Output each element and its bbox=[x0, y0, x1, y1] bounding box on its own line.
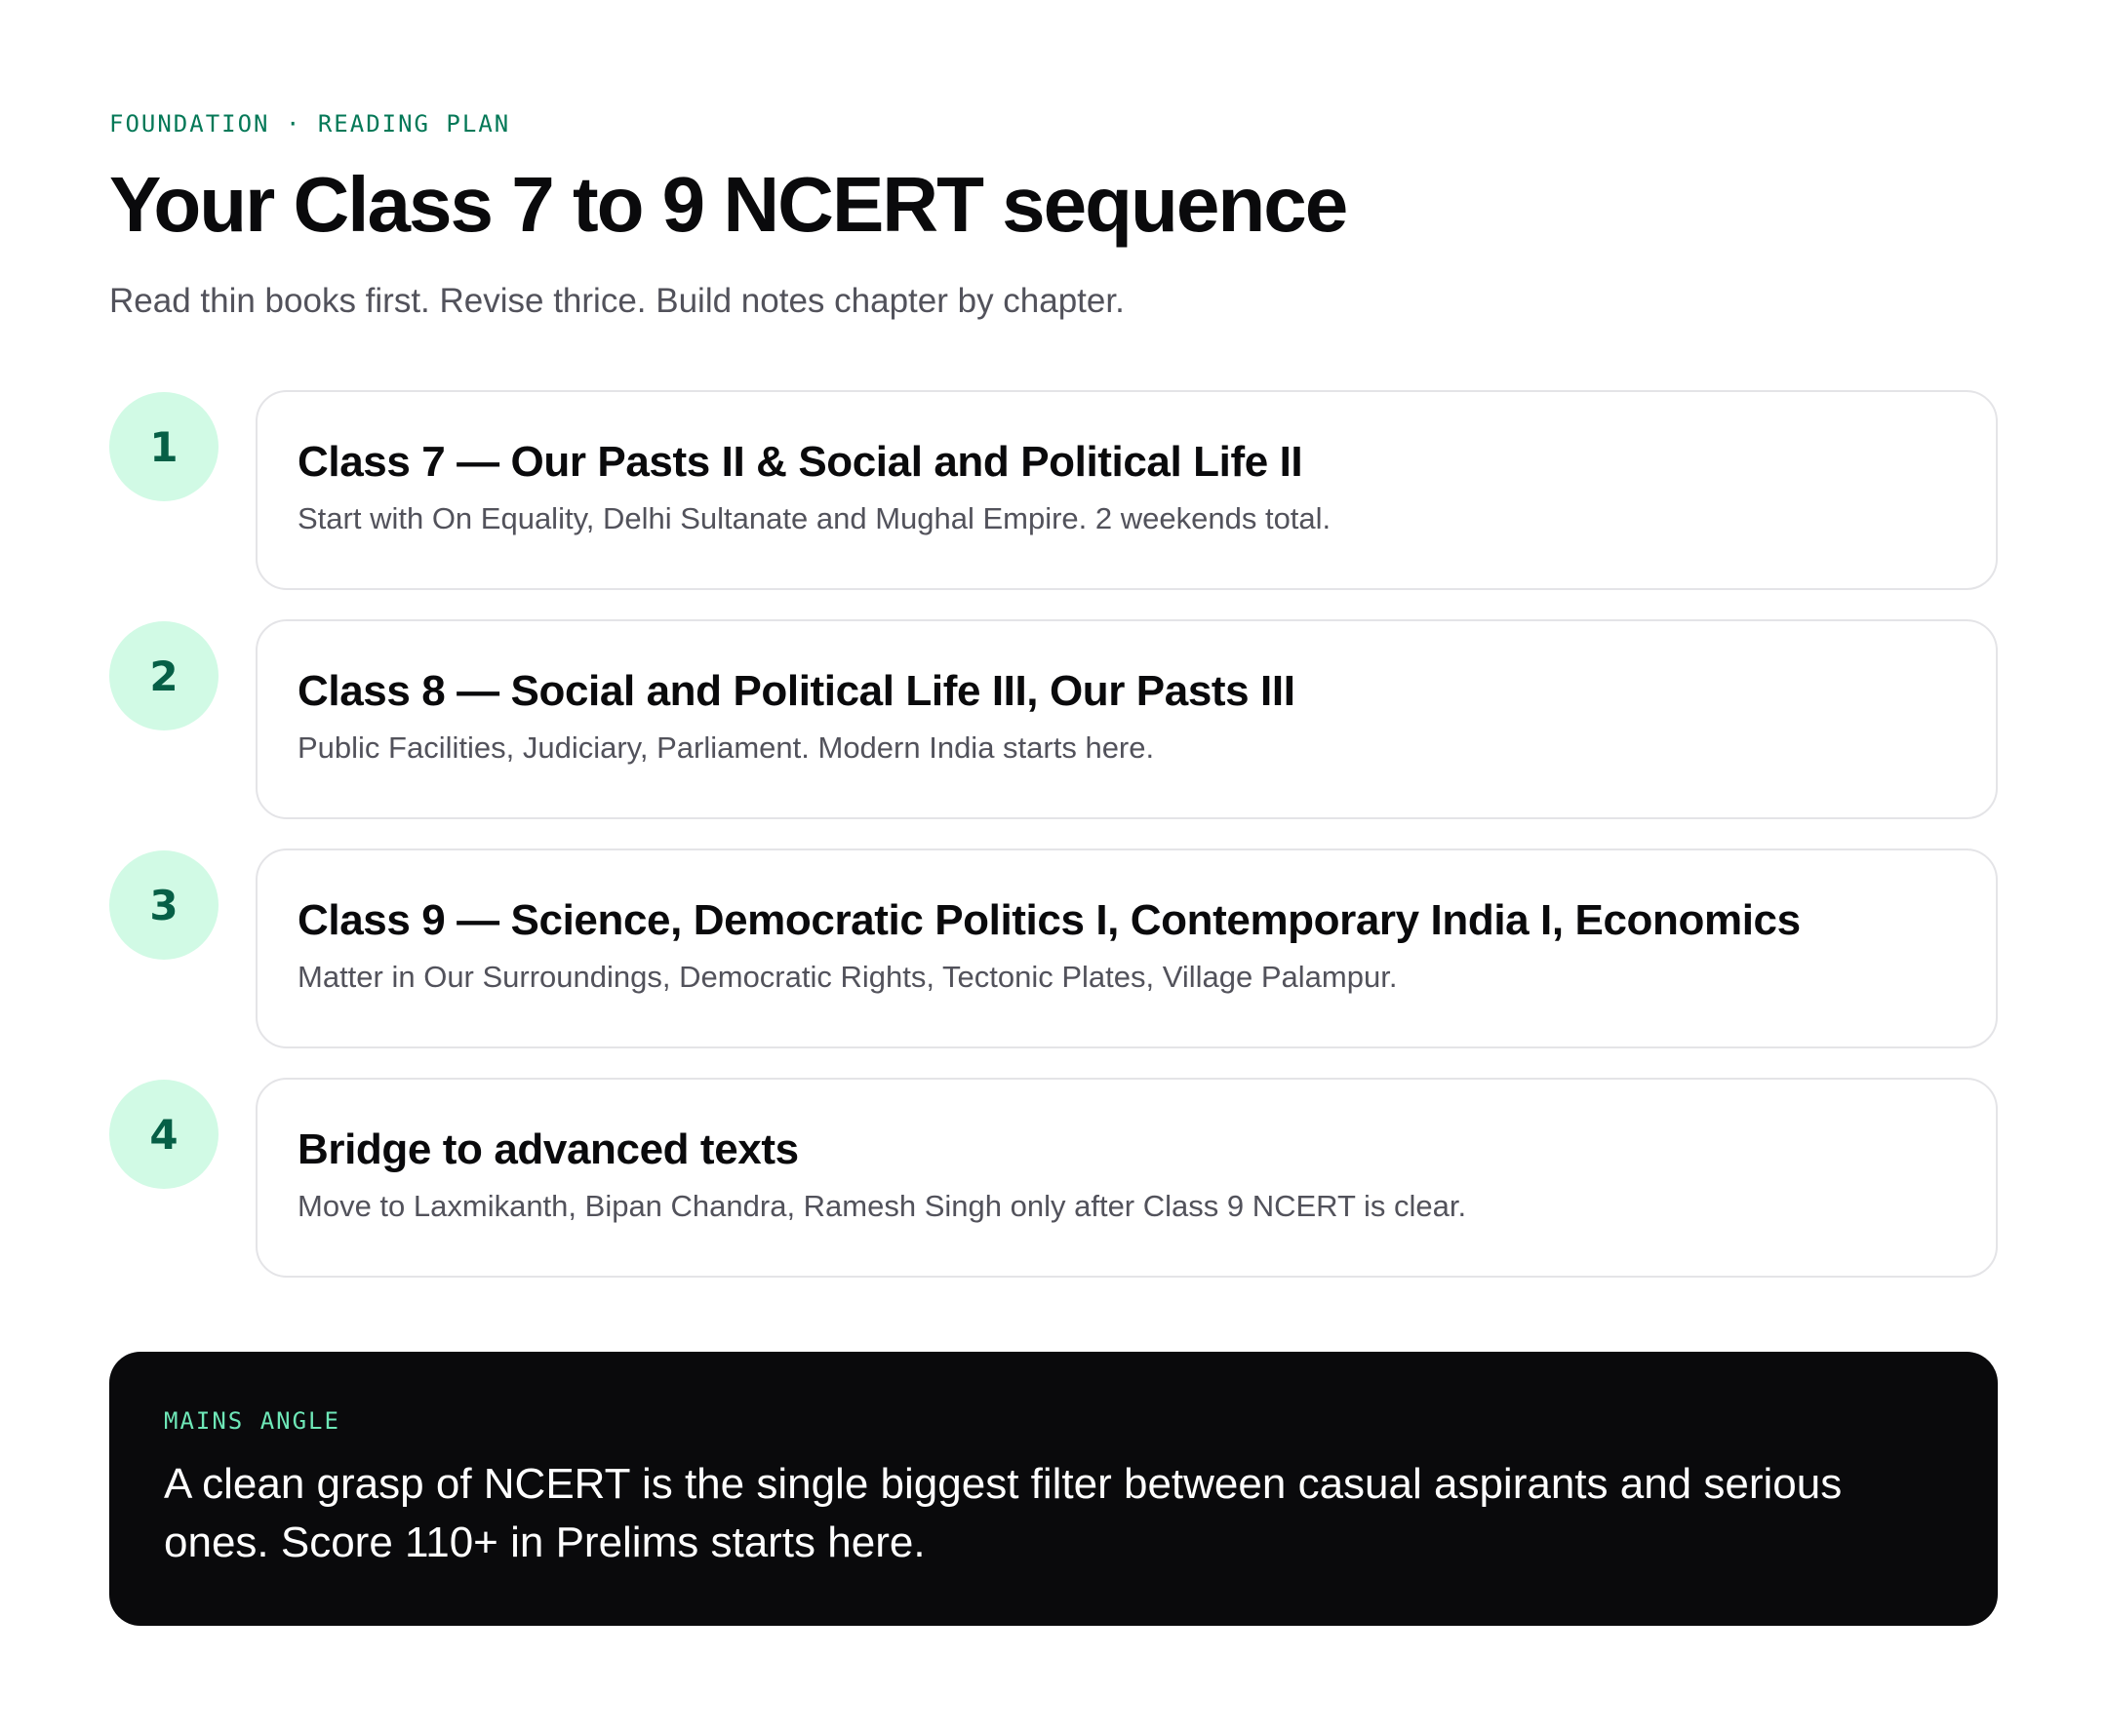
step-title: Class 9 — Science, Democratic Politics I… bbox=[298, 896, 1801, 944]
step-description: Move to Laxmikanth, Bipan Chandra, Rames… bbox=[298, 1189, 1467, 1223]
step-title: Class 8 — Social and Political Life III,… bbox=[298, 667, 1295, 715]
step-number-badge: 2 bbox=[109, 621, 219, 730]
step-description: Public Facilities, Judiciary, Parliament… bbox=[298, 730, 1155, 765]
step-card: Class 8 — Social and Political Life III,… bbox=[256, 619, 1998, 819]
step-description: Matter in Our Surroundings, Democratic R… bbox=[298, 960, 1398, 994]
step-item: 1 Class 7 — Our Pasts II & Social and Po… bbox=[109, 390, 1998, 590]
step-card: Class 9 — Science, Democratic Politics I… bbox=[256, 848, 1998, 1048]
section-eyebrow: FOUNDATION · READING PLAN bbox=[109, 110, 511, 138]
mains-angle-callout: MAINS ANGLE A clean grasp of NCERT is th… bbox=[109, 1352, 1998, 1626]
callout-label: MAINS ANGLE bbox=[164, 1407, 340, 1435]
step-number-badge: 3 bbox=[109, 850, 219, 960]
page-title: Your Class 7 to 9 NCERT sequence bbox=[109, 161, 1348, 248]
step-title: Class 7 — Our Pasts II & Social and Poli… bbox=[298, 438, 1303, 486]
step-item: 3 Class 9 — Science, Democratic Politics… bbox=[109, 848, 1998, 1048]
steps-list: 1 Class 7 — Our Pasts II & Social and Po… bbox=[109, 390, 1998, 1307]
step-title: Bridge to advanced texts bbox=[298, 1125, 799, 1173]
page-subtitle: Read thin books first. Revise thrice. Bu… bbox=[109, 282, 1125, 320]
step-card: Bridge to advanced texts Move to Laxmika… bbox=[256, 1078, 1998, 1278]
step-number-badge: 1 bbox=[109, 392, 219, 501]
step-description: Start with On Equality, Delhi Sultanate … bbox=[298, 501, 1332, 535]
callout-text: A clean grasp of NCERT is the single big… bbox=[164, 1460, 1843, 1566]
step-number-badge: 4 bbox=[109, 1080, 219, 1189]
step-item: 2 Class 8 — Social and Political Life II… bbox=[109, 619, 1998, 819]
step-card: Class 7 — Our Pasts II & Social and Poli… bbox=[256, 390, 1998, 590]
step-item: 4 Bridge to advanced texts Move to Laxmi… bbox=[109, 1078, 1998, 1278]
